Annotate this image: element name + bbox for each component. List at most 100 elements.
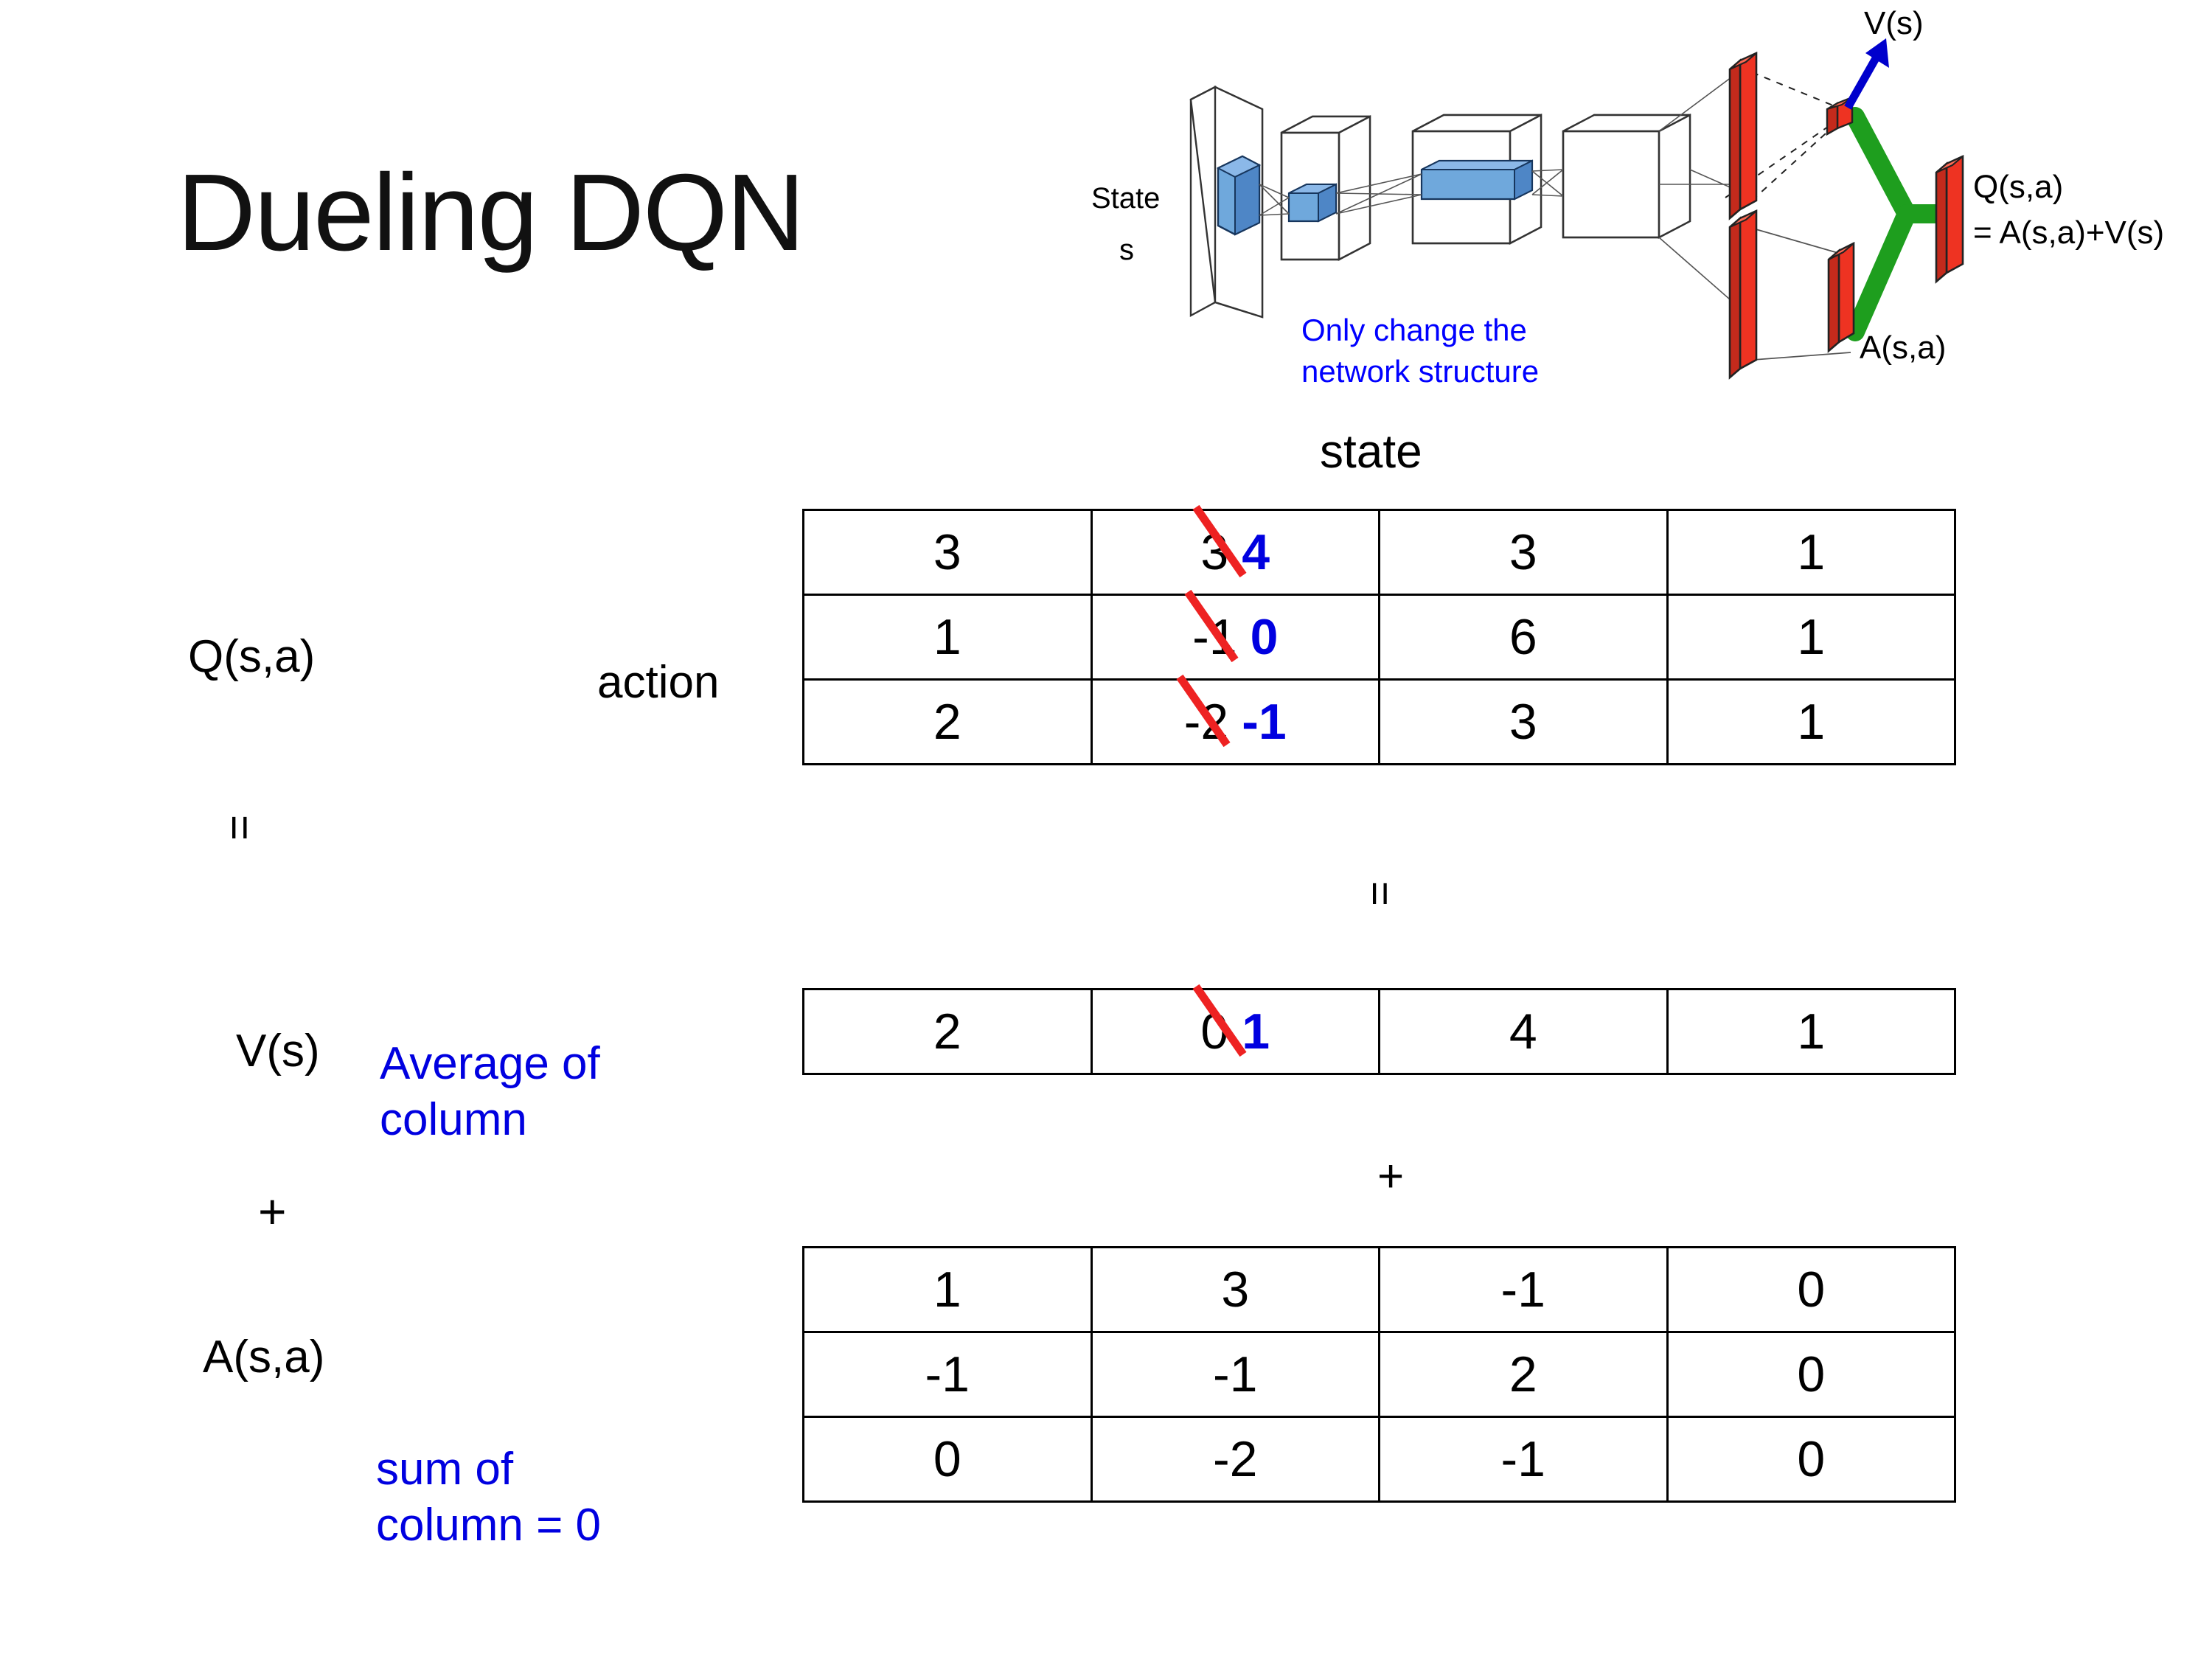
strike-through-icon: [1184, 589, 1239, 663]
sum-note-line2: column = 0: [376, 1499, 602, 1551]
table-cell: 0: [1666, 1246, 1956, 1333]
value-function-label: V(s): [236, 1026, 320, 1077]
cell-value: 1: [933, 609, 961, 665]
average-note-line2: column: [380, 1093, 527, 1145]
conv-block-3-icon: [1562, 114, 1691, 239]
table-cell: 3: [1378, 678, 1669, 765]
average-note-line1: Average of: [380, 1038, 600, 1089]
table-cell: 3: [1090, 1246, 1380, 1333]
table-cell: 4: [1378, 988, 1669, 1075]
sum-of-column-note: sum of column = 0: [376, 1441, 601, 1553]
diagram-advantage-label: A(s,a): [1860, 330, 1946, 366]
equals-sign-left: =: [215, 815, 265, 841]
dueling-network-diagram: State s Only change the network structur…: [1091, 0, 2212, 413]
corrected-value: 4: [1242, 524, 1270, 580]
cell-value: 1: [1797, 609, 1826, 665]
struck-value: 0: [1192, 984, 1247, 1060]
q-function-label: Q(s,a): [188, 631, 316, 682]
table-cell: -2: [1090, 1416, 1380, 1503]
table-cell: 3: [802, 509, 1093, 596]
page-title: Dueling DQN: [177, 152, 805, 274]
table-cell: 2: [1378, 1331, 1669, 1418]
table-cell: 1: [1666, 988, 1956, 1075]
table-cell: 0: [1666, 1416, 1956, 1503]
cell-value: -1: [1500, 1431, 1545, 1487]
table-row: -1 -1 2 0: [802, 1331, 1956, 1418]
cell-value: 1: [1797, 1004, 1826, 1060]
table-cell: -1: [1378, 1246, 1669, 1333]
advantage-function-label: A(s,a): [203, 1332, 325, 1382]
table-cell: 1: [802, 594, 1093, 681]
cell-value: 2: [1509, 1346, 1537, 1402]
corrected-value: 1: [1242, 1004, 1270, 1060]
plus-sign-left: +: [258, 1184, 287, 1239]
cell-value: 3: [1509, 694, 1537, 750]
connection-lines: [1259, 70, 1742, 310]
table-cell: -1: [1090, 1331, 1380, 1418]
cell-value: 1: [933, 1262, 961, 1318]
cell-value: 0: [1797, 1262, 1826, 1318]
network-note-line2: network structure: [1301, 354, 1539, 389]
cell-value: -1: [1500, 1262, 1545, 1318]
corrected-value: -1: [1242, 694, 1287, 750]
state-label-line1: State: [1091, 182, 1160, 215]
table-cell: 6: [1378, 594, 1669, 681]
value-arrow-icon: [1844, 38, 1889, 110]
table-cell: 1: [1666, 509, 1956, 596]
equals-sign-middle: =: [1356, 881, 1404, 906]
cell-value: -1: [925, 1346, 970, 1402]
table-cell: -1: [802, 1331, 1093, 1418]
table-row: 1 3 -1 0: [802, 1246, 1956, 1333]
diagram-q-label-line2: = A(s,a)+V(s): [1973, 215, 2164, 251]
table-cell: -1: [1378, 1416, 1669, 1503]
table-cell: 0: [802, 1416, 1093, 1503]
sum-note-line1: sum of: [376, 1444, 514, 1495]
q-output-bar-icon: [1935, 154, 1964, 284]
plus-sign-middle: +: [1377, 1151, 1405, 1202]
cell-value: 0: [1797, 1431, 1826, 1487]
table-cell: 1: [1666, 594, 1956, 681]
table-cell: 2: [802, 988, 1093, 1075]
struck-value: -2: [1176, 674, 1231, 751]
advantage-stream-links: [1753, 228, 1851, 361]
network-note-line1: Only change the: [1301, 313, 1527, 347]
action-axis-label: action: [597, 657, 720, 708]
corrected-value: 0: [1250, 609, 1279, 665]
input-patch-icon: [1216, 155, 1262, 236]
table-row: 2 -2-1 3 1: [802, 674, 1956, 765]
sum-link-icon: [1846, 107, 1950, 341]
strike-through-icon: [1176, 674, 1231, 748]
cell-value: 2: [933, 694, 961, 750]
cell-value: 1: [1797, 524, 1826, 580]
table-cell: -2-1: [1090, 674, 1380, 765]
table-cell: 0: [1666, 1331, 1956, 1418]
diagram-value-label: V(s): [1864, 5, 1924, 41]
cell-value: 4: [1509, 1004, 1537, 1060]
state-label-line2: s: [1119, 234, 1134, 266]
cell-value: -1: [1213, 1346, 1258, 1402]
conv-patch-2-icon: [1420, 159, 1534, 201]
average-of-column-note: Average of column: [380, 1036, 600, 1147]
table-cell: 1: [802, 1246, 1093, 1333]
table-cell: 1: [1666, 678, 1956, 765]
struck-value: -1: [1184, 589, 1239, 666]
table-cell: 3: [1378, 509, 1669, 596]
value-scalar-icon: [1826, 96, 1854, 136]
table-cell: 2: [802, 678, 1093, 765]
cell-value: 3: [1221, 1262, 1250, 1318]
struck-value: 3: [1192, 504, 1247, 581]
advantage-output-bar-icon: [1827, 241, 1855, 353]
conv-patch-1-icon: [1287, 183, 1338, 223]
cell-value: 3: [1509, 524, 1537, 580]
